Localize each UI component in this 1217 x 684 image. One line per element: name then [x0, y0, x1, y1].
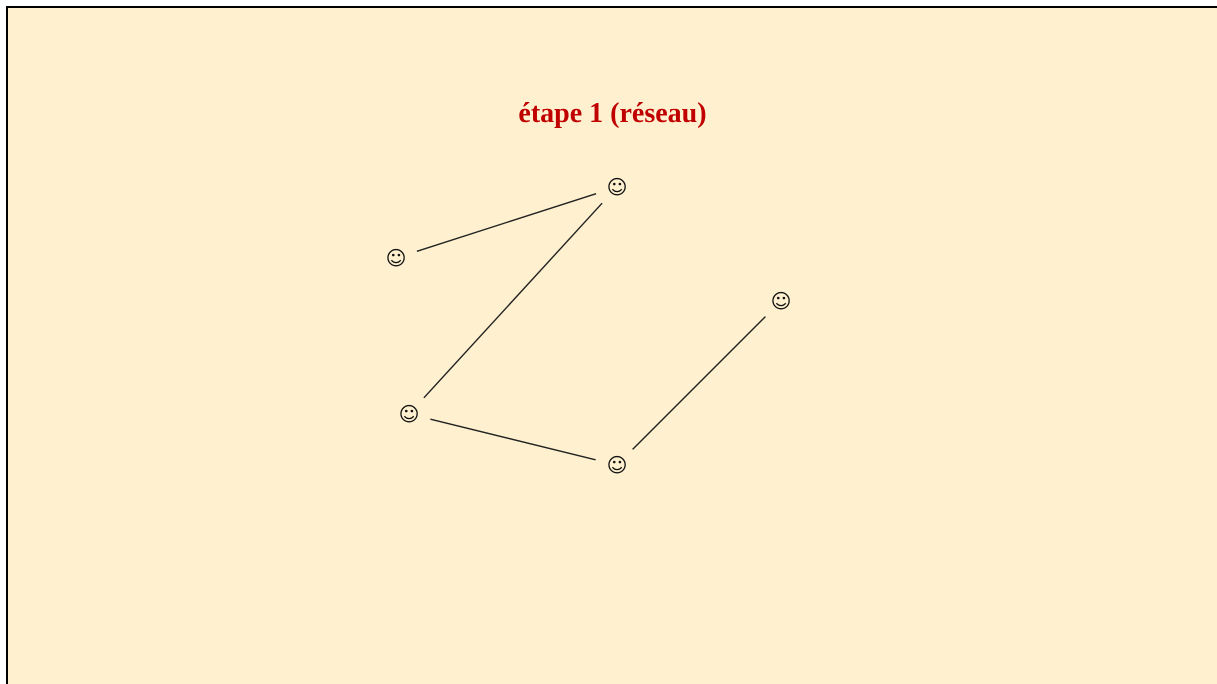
edge-bottom-right — [632, 316, 766, 450]
edge-bottom-left-bottom — [430, 418, 596, 461]
edges-layer — [416, 193, 766, 461]
edge-top-bottom-left — [423, 202, 603, 399]
edge-left-top — [416, 193, 597, 252]
slide-title: étape 1 (réseau) — [518, 98, 707, 129]
node-top-smiley-icon: ☺ — [607, 175, 628, 199]
nodes-layer: ☺ ☺ ☺ ☺ ☺ — [386, 175, 792, 477]
node-bottom-smiley-icon: ☺ — [607, 453, 628, 477]
node-right-smiley-icon: ☺ — [771, 289, 792, 313]
node-bottom-left-smiley-icon: ☺ — [399, 402, 420, 426]
node-left-smiley-icon: ☺ — [386, 246, 407, 270]
slide: étape 1 (réseau) — [6, 6, 1217, 684]
